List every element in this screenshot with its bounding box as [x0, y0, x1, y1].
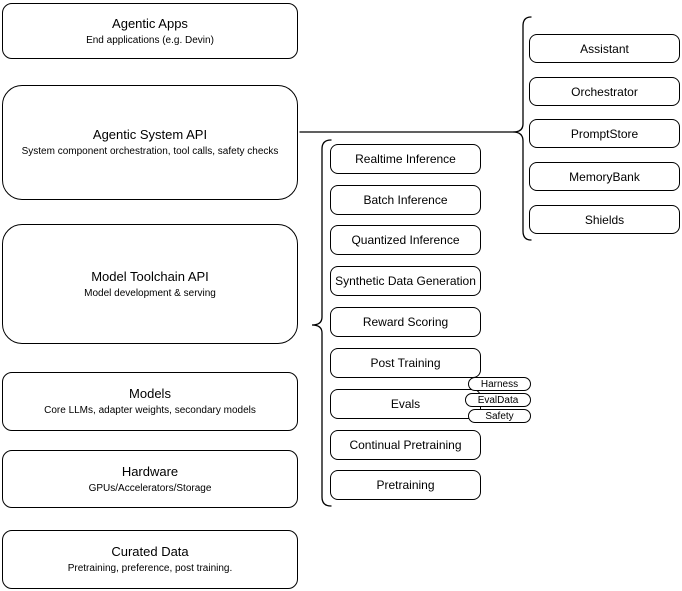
- node-subtitle: GPUs/Accelerators/Storage: [88, 482, 212, 494]
- tag-label: EvalData: [477, 394, 519, 406]
- node-label: MemoryBank: [569, 169, 640, 184]
- node-orchestrator: Orchestrator: [529, 77, 680, 106]
- node-title: Models: [129, 386, 171, 401]
- node-label: Continual Pretraining: [349, 438, 462, 452]
- node-assistant: Assistant: [529, 34, 680, 63]
- node-memorybank: MemoryBank: [529, 162, 680, 191]
- node-title: Agentic Apps: [112, 15, 188, 31]
- node-label: Assistant: [580, 41, 629, 56]
- node-shields: Shields: [529, 205, 680, 234]
- node-curated-data: Curated Data Pretraining, preference, po…: [2, 530, 298, 589]
- node-subtitle: Core LLMs, adapter weights, secondary mo…: [44, 405, 256, 416]
- node-hardware: Hardware GPUs/Accelerators/Storage: [2, 450, 298, 508]
- tag-evaldata: EvalData: [465, 393, 531, 407]
- node-quantized-inference: Quantized Inference: [330, 225, 481, 255]
- node-label: Evals: [390, 397, 421, 411]
- node-realtime-inference: Realtime Inference: [330, 144, 481, 174]
- brace-toolchain: [311, 139, 332, 507]
- tag-label: Harness: [480, 378, 519, 390]
- node-label: Orchestrator: [571, 84, 638, 99]
- node-promptstore: PromptStore: [529, 119, 680, 148]
- node-label: Reward Scoring: [362, 315, 449, 329]
- node-evals: Evals: [330, 389, 481, 419]
- node-title: Hardware: [121, 463, 179, 479]
- node-label: Pretraining: [376, 478, 435, 492]
- node-batch-inference: Batch Inference: [330, 185, 481, 215]
- node-reward-scoring: Reward Scoring: [330, 307, 481, 337]
- node-label: PromptStore: [570, 126, 639, 141]
- node-pretraining: Pretraining: [330, 470, 481, 500]
- node-title: Model Toolchain API: [91, 268, 209, 284]
- node-models: Models Core LLMs, adapter weights, secon…: [2, 372, 298, 431]
- node-subtitle: Model development & serving: [84, 287, 216, 299]
- node-subtitle: System component orchestration, tool cal…: [21, 146, 279, 157]
- node-agentic-system-api: Agentic System API System component orch…: [2, 85, 298, 200]
- node-label: Shields: [584, 212, 625, 227]
- node-label: Synthetic Data Generation: [335, 274, 476, 288]
- tag-safety: Safety: [468, 409, 531, 423]
- node-synthetic-data-generation: Synthetic Data Generation: [330, 266, 481, 296]
- node-post-training: Post Training: [330, 348, 481, 378]
- node-label: Realtime Inference: [355, 152, 456, 166]
- node-label: Batch Inference: [363, 193, 448, 207]
- node-model-toolchain-api: Model Toolchain API Model development & …: [2, 224, 298, 344]
- tag-label: Safety: [485, 410, 514, 422]
- node-continual-pretraining: Continual Pretraining: [330, 430, 481, 460]
- node-label: Post Training: [370, 356, 441, 370]
- node-title: Agentic System API: [92, 127, 208, 142]
- tag-harness: Harness: [468, 377, 531, 391]
- node-subtitle: End applications (e.g. Devin): [86, 34, 214, 46]
- node-subtitle: Pretraining, preference, post training.: [67, 563, 233, 574]
- node-agentic-apps: Agentic Apps End applications (e.g. Devi…: [2, 3, 298, 59]
- node-label: Quantized Inference: [351, 233, 460, 247]
- node-title: Curated Data: [111, 544, 189, 559]
